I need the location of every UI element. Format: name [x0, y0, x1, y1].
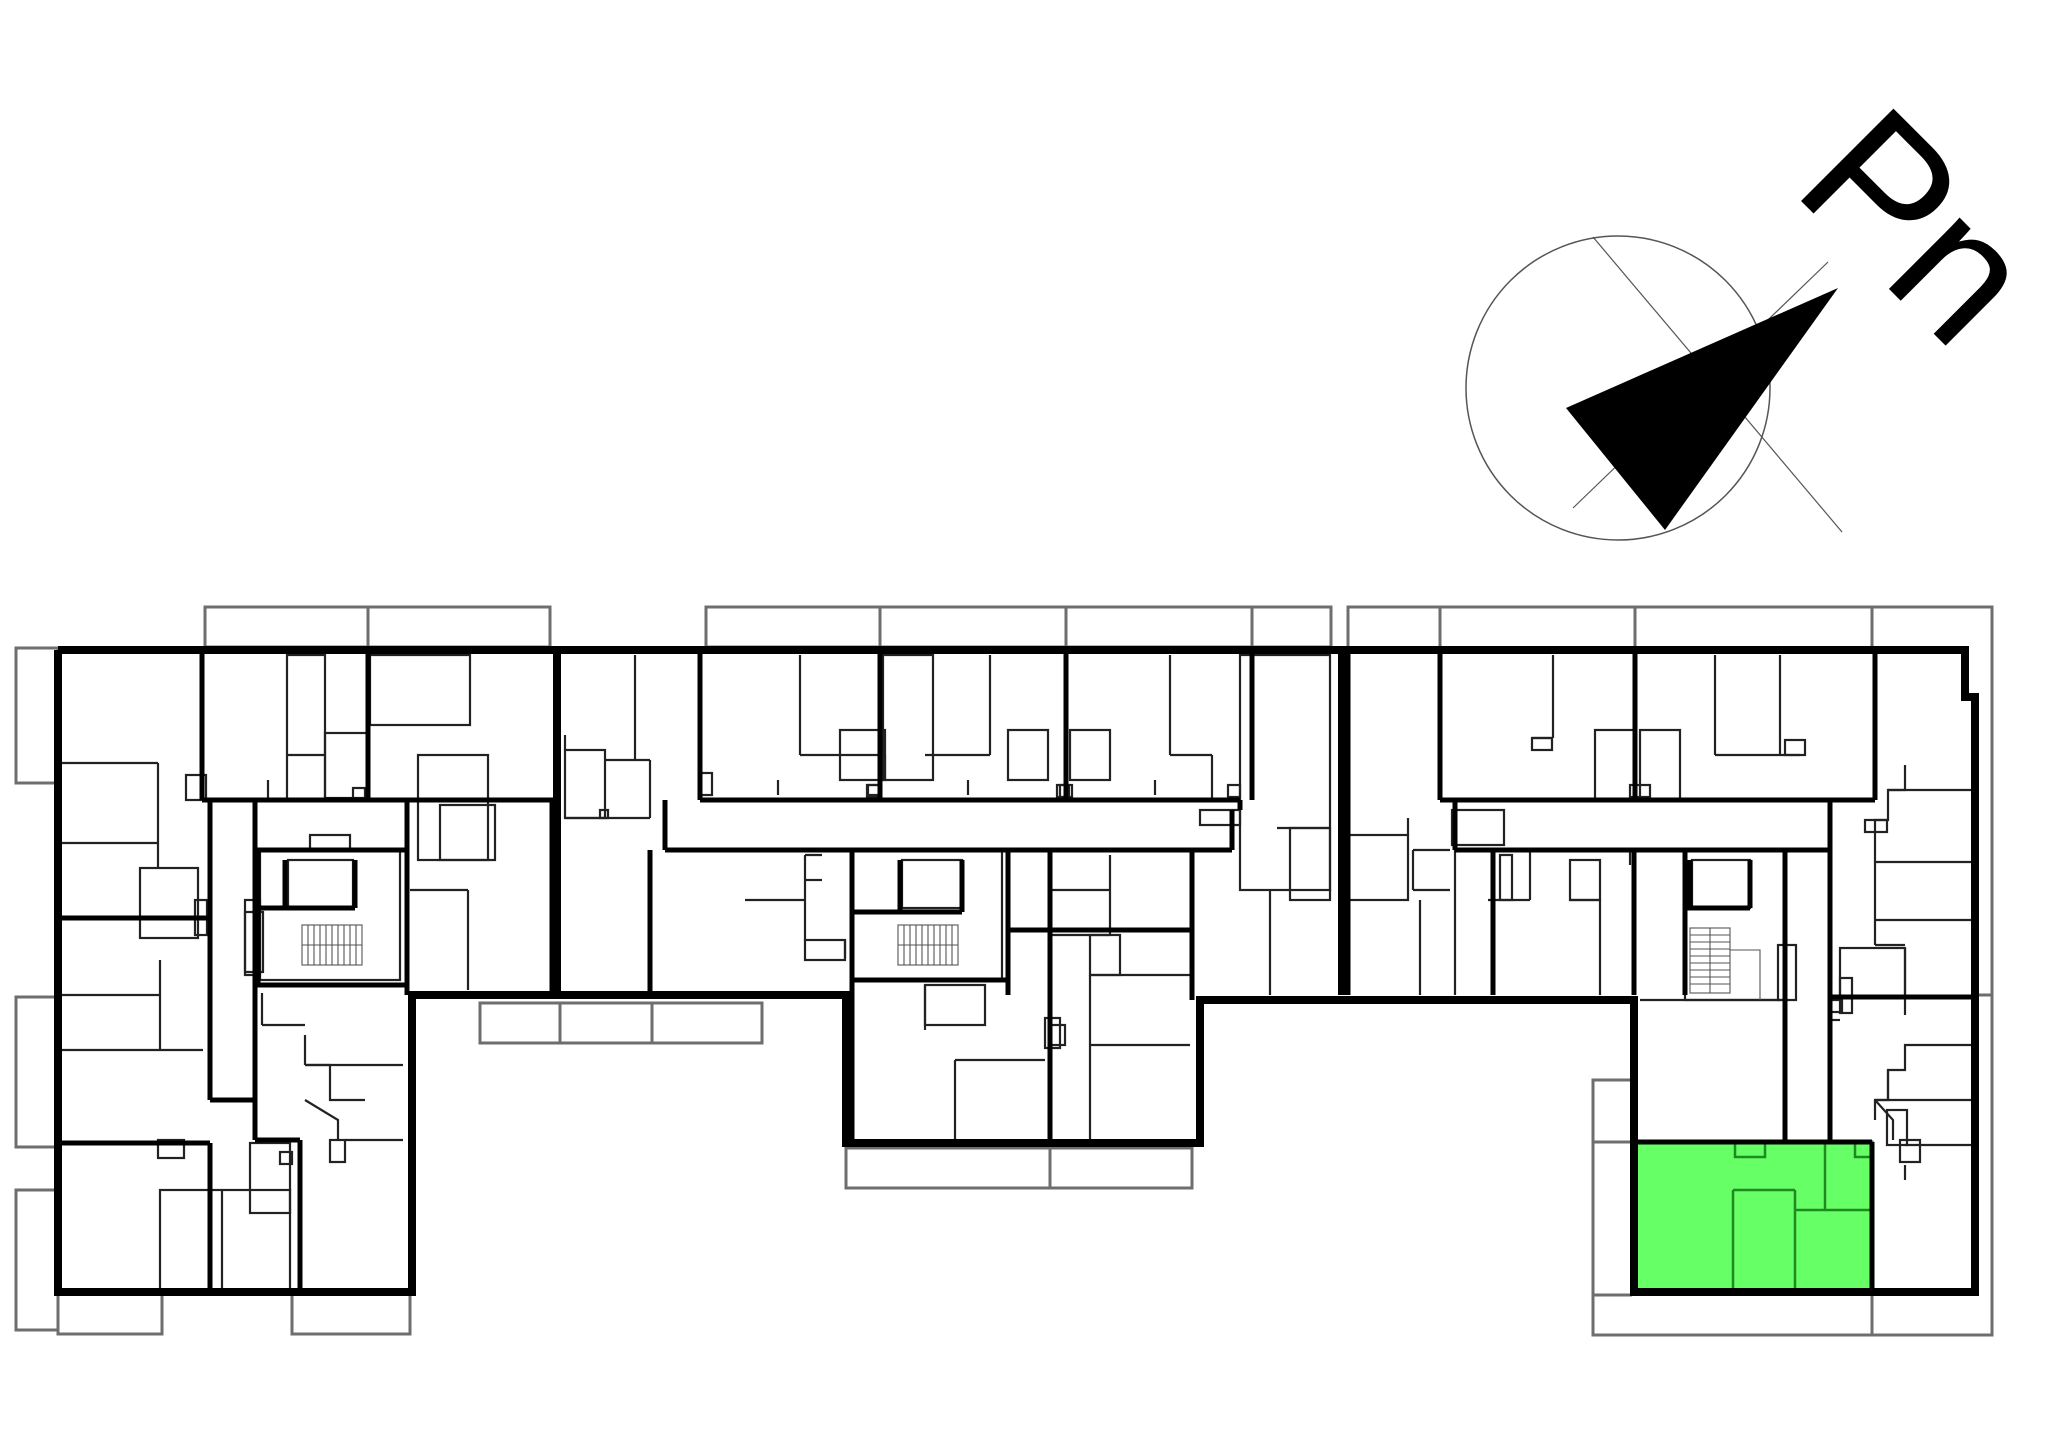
partition — [1885, 1108, 1909, 1147]
partition — [285, 653, 327, 802]
partition — [138, 866, 200, 940]
partition — [1898, 1138, 1922, 1164]
partition — [1638, 728, 1682, 802]
lift-shaft — [900, 858, 964, 910]
stairs — [301, 924, 1761, 1000]
balcony — [14, 995, 60, 1149]
stair-flight — [1730, 949, 1761, 1000]
exterior-walls — [54, 646, 1979, 1296]
partition — [923, 983, 987, 1027]
balcony — [14, 1188, 60, 1332]
partition — [1346, 833, 1410, 902]
partition — [305, 1063, 365, 1102]
partition — [248, 1141, 292, 1215]
partition — [1238, 653, 1332, 892]
balcony — [14, 646, 60, 785]
balcony — [203, 605, 552, 649]
balcony — [844, 1146, 1194, 1190]
partition — [1873, 765, 1907, 835]
outer-wall — [54, 646, 1979, 1296]
balcony — [478, 1001, 764, 1045]
partition — [1198, 808, 1242, 827]
compass-ring — [1465, 235, 1771, 541]
interior-partitions — [60, 653, 1975, 1294]
partition — [278, 1150, 294, 1166]
balcony — [290, 1290, 412, 1336]
partition — [184, 773, 208, 802]
partition — [803, 938, 847, 962]
partition — [158, 1188, 292, 1294]
partition — [1628, 783, 1652, 799]
partition — [1006, 728, 1050, 782]
interior-walls — [58, 650, 1975, 1292]
balconies — [14, 605, 1994, 1337]
compass: Pn — [1465, 69, 2048, 541]
partition — [1838, 946, 1907, 998]
partition — [438, 803, 497, 862]
stair-core — [258, 848, 402, 982]
partition — [1498, 853, 1514, 902]
partition — [563, 748, 607, 820]
partition — [328, 1138, 347, 1164]
partition — [304, 1099, 340, 1140]
partition — [1783, 738, 1807, 757]
balcony — [1346, 605, 1994, 1000]
north-arrow-icon — [1566, 288, 1838, 530]
partition — [1873, 1043, 1975, 1120]
partition — [881, 653, 935, 782]
partition — [416, 753, 490, 862]
partition — [1568, 858, 1602, 902]
partition — [1863, 818, 1889, 834]
partition — [156, 1138, 186, 1160]
partition — [1874, 1099, 1895, 1140]
highlighted-unit-fill[interactable] — [1632, 1140, 1874, 1294]
highlighted-unit[interactable] — [1632, 1140, 1874, 1294]
lift-shaft — [286, 858, 355, 910]
balcony — [56, 1290, 164, 1336]
lift-shaft — [1690, 858, 1752, 910]
north-label: Pn — [1761, 69, 2048, 383]
balcony — [1591, 1000, 1994, 1337]
partition — [1226, 783, 1242, 799]
partition — [1088, 933, 1122, 977]
partition — [598, 808, 610, 820]
stair-core — [850, 848, 1004, 982]
partition — [1450, 808, 1506, 847]
partition — [368, 653, 472, 727]
partition — [1530, 736, 1554, 752]
balcony — [704, 605, 1333, 649]
partition — [1068, 728, 1112, 782]
